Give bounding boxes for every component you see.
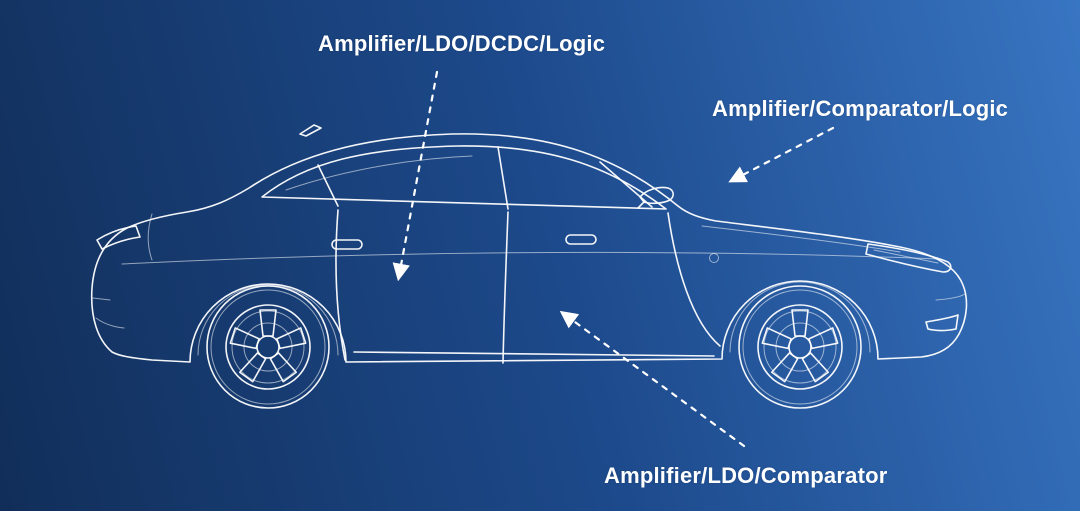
rocker-sill-line <box>353 351 715 357</box>
car-body-outline <box>90 133 968 363</box>
car-greenhouse <box>261 145 667 210</box>
rear-door-handle <box>331 239 363 250</box>
trunk-seam <box>147 213 153 261</box>
rear-wheel-arch-accent <box>197 284 339 356</box>
side-mirror <box>637 186 674 209</box>
annotation-label-amplifier-comparator-logic: Amplifier/Comparator/Logic <box>712 96 1009 121</box>
arrow-to-front-body <box>728 126 835 183</box>
front-door-handle <box>565 234 597 245</box>
a-pillar-line <box>599 161 653 208</box>
character-line <box>121 251 939 265</box>
annotation-label-amplifier-ldo-comparator: Amplifier/LDO/Comparator <box>604 463 888 488</box>
headlight <box>865 243 952 273</box>
rear-wheel <box>207 286 329 408</box>
roof-antenna <box>299 124 322 137</box>
front-wheel-arch-accent <box>729 281 871 353</box>
hood-seam <box>701 225 901 253</box>
arrow-to-lower-body <box>559 310 746 448</box>
front-wheel <box>739 286 861 408</box>
c-pillar-line <box>317 164 339 207</box>
annotation-label-amplifier-ldo-dcdc-logic: Amplifier/LDO/DCDC/Logic <box>318 31 606 56</box>
front-bumper-details <box>925 293 966 332</box>
door-seam-lines <box>121 209 939 364</box>
arrow-to-door-panel <box>392 70 439 282</box>
fender-emblem <box>709 253 719 263</box>
car-line-art-group <box>90 124 968 408</box>
annotation-arrows <box>392 70 835 448</box>
taillight <box>96 225 141 250</box>
rear-bumper-details <box>92 297 125 329</box>
b-pillar-line <box>497 146 509 210</box>
